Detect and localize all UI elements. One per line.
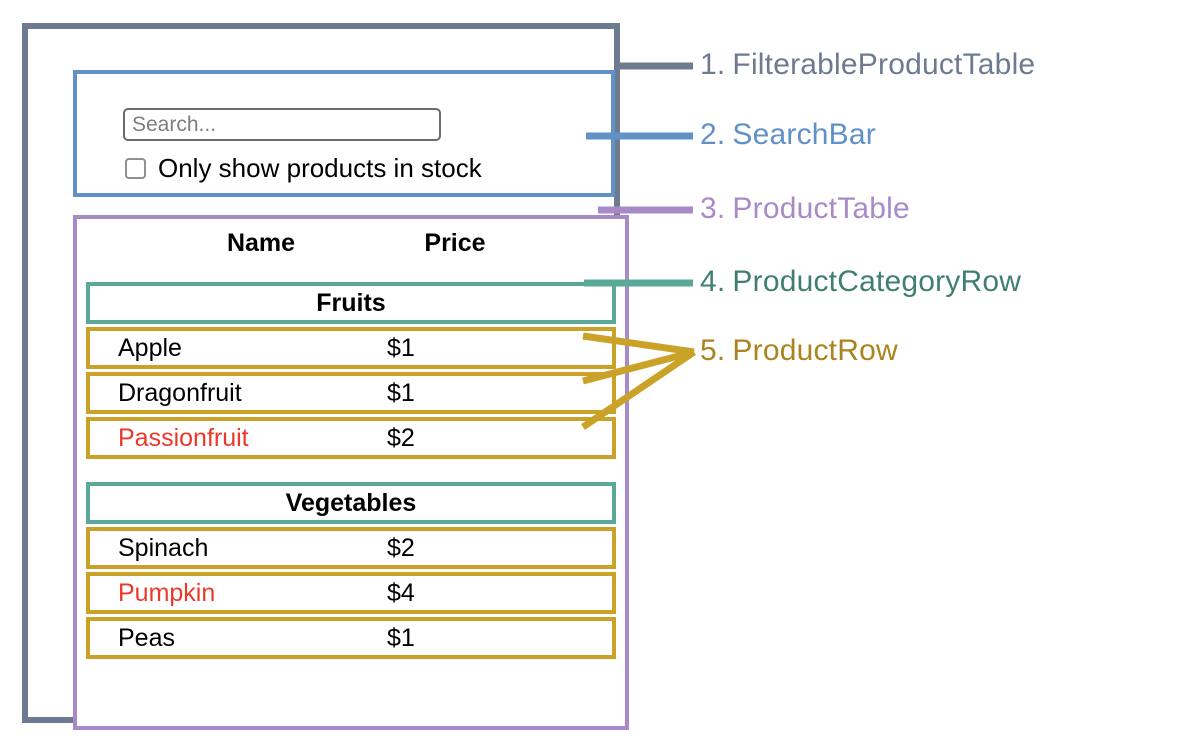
legend-label: ProductCategoryRow [732, 265, 1022, 298]
legend-number: 1. [700, 48, 726, 81]
product-name: Dragonfruit [118, 378, 242, 407]
product-table-rows: Fruits Apple $1 Dragonfruit $1 Passionfr… [86, 282, 616, 662]
product-name: Apple [118, 333, 182, 362]
legend-item-filterable-product-table: 1.FilterableProductTable [700, 48, 1035, 82]
product-price: $2 [387, 533, 415, 562]
product-row[interactable]: Passionfruit $2 [86, 417, 616, 459]
product-price: $1 [387, 378, 415, 407]
product-price: $1 [387, 623, 415, 652]
product-row[interactable]: Dragonfruit $1 [86, 372, 616, 414]
product-category-label: Fruits [316, 288, 386, 317]
legend-number: 5. [700, 334, 726, 367]
legend-label: ProductTable [732, 192, 910, 225]
search-input[interactable]: Search... [123, 108, 441, 141]
filterable-product-table-boundary: Search... Only show products in stock Na… [22, 23, 629, 730]
legend-number: 3. [700, 192, 726, 225]
product-name: Spinach [118, 533, 209, 562]
product-row[interactable]: Peas $1 [86, 617, 616, 659]
in-stock-filter-row[interactable]: Only show products in stock [125, 153, 482, 184]
legend-item-product-category-row: 4.ProductCategoryRow [700, 265, 1021, 299]
legend-label: SearchBar [732, 118, 876, 151]
in-stock-filter-label: Only show products in stock [158, 153, 482, 183]
product-table-header: Name Price [85, 229, 609, 271]
search-bar-boundary: Search... Only show products in stock [73, 70, 615, 197]
product-category-row: Fruits [86, 282, 616, 324]
product-price: $2 [387, 423, 415, 452]
product-name: Peas [118, 623, 175, 652]
checkbox-icon[interactable] [125, 158, 146, 179]
product-category-row: Vegetables [86, 482, 616, 524]
column-header-price: Price [424, 229, 486, 257]
legend-label: FilterableProductTable [732, 48, 1036, 81]
column-header-name: Name [226, 229, 296, 257]
product-price: $1 [387, 333, 415, 362]
legend-label: ProductRow [732, 334, 898, 367]
product-row[interactable]: Pumpkin $4 [86, 572, 616, 614]
search-input-placeholder: Search... [132, 112, 217, 136]
product-name: Pumpkin [118, 578, 216, 607]
legend-number: 2. [700, 118, 726, 151]
product-category-label: Vegetables [285, 488, 417, 517]
product-table-boundary: Name Price Fruits Apple $1 Dragonfruit $… [73, 215, 629, 730]
group-spacer [86, 462, 616, 482]
legend-item-product-table: 3.ProductTable [700, 192, 910, 226]
product-price: $4 [387, 578, 415, 607]
product-name: Passionfruit [118, 423, 249, 452]
product-row[interactable]: Apple $1 [86, 327, 616, 369]
product-row[interactable]: Spinach $2 [86, 527, 616, 569]
legend-item-product-row: 5.ProductRow [700, 334, 898, 368]
legend-item-search-bar: 2.SearchBar [700, 118, 876, 152]
legend-number: 4. [700, 265, 726, 298]
